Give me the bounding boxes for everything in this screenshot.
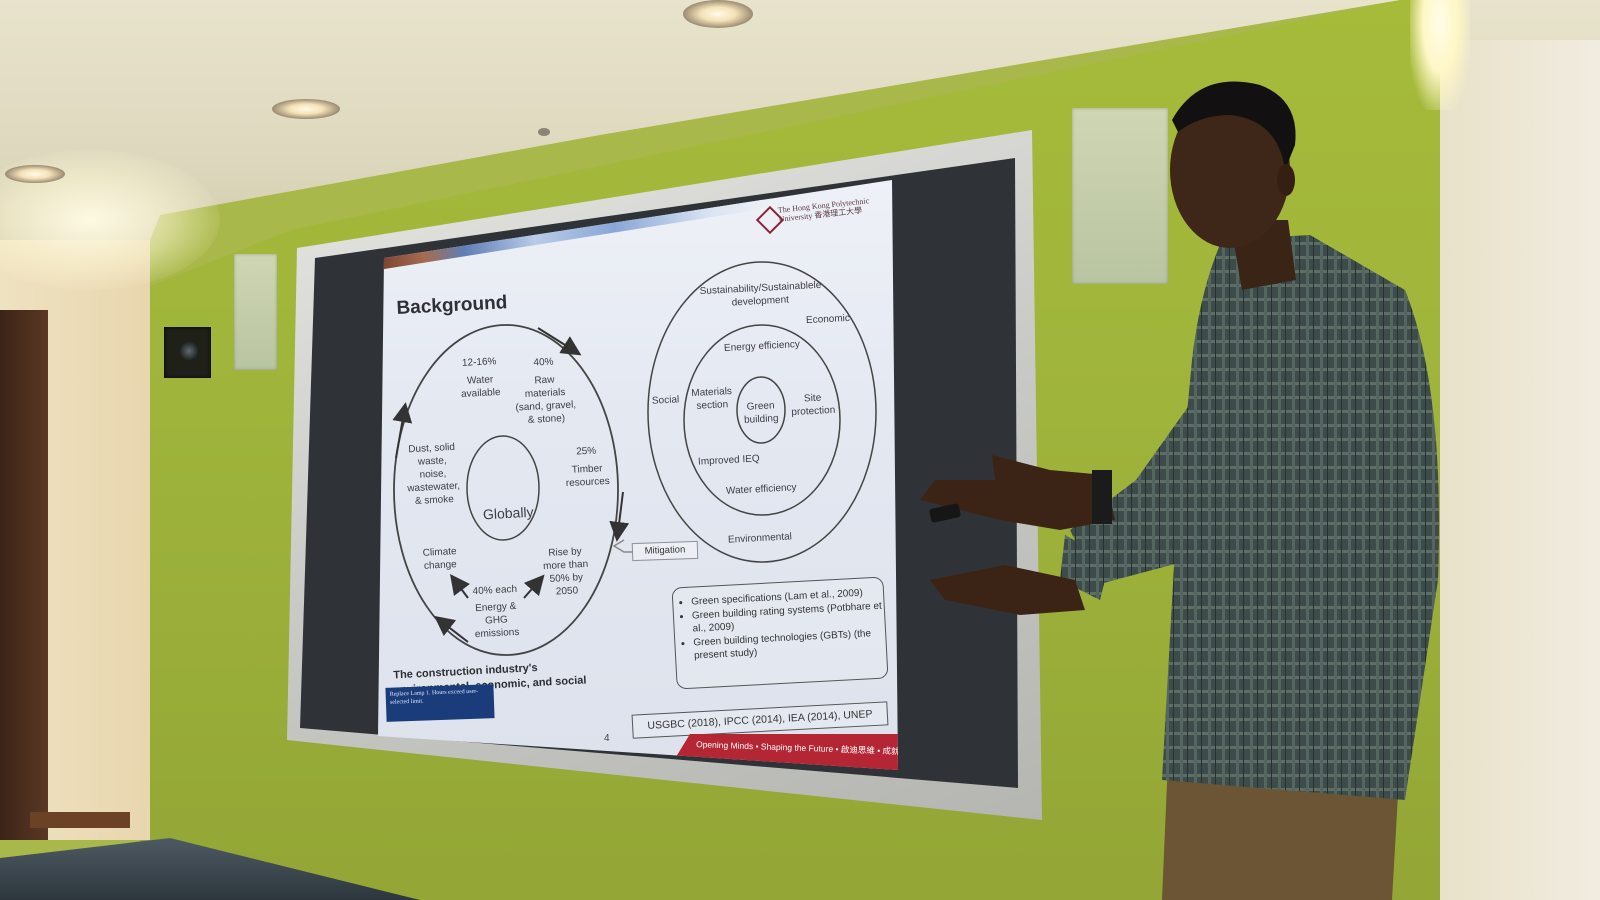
ear <box>1277 164 1295 196</box>
cycle-item: Dust, solid waste, noise, wastewater, & … <box>407 441 461 507</box>
ceiling-light <box>5 165 65 183</box>
middle-circle <box>683 324 841 516</box>
small-arrow <box>450 574 470 599</box>
cycle-item: Rise by more than 50% by 2050 <box>542 546 589 598</box>
presentation-slide: The Hong Kong Polytechnic University 香港理… <box>378 180 898 770</box>
cycle-item: Climate change <box>422 546 458 572</box>
globally-circle <box>466 435 540 541</box>
presenter <box>920 81 1440 900</box>
shirt <box>1162 235 1440 800</box>
footer-text: Opening Minds • Shaping the Future • 啟迪思… <box>695 739 898 757</box>
acoustic-panel <box>1072 108 1168 284</box>
cycle-ring <box>393 324 619 656</box>
right-wall <box>1440 40 1600 900</box>
acoustic-panel <box>234 254 277 370</box>
slide-diagram <box>392 261 877 656</box>
pants <box>1162 760 1400 900</box>
bullets-box: Green specifications (Lam et al., 2009) … <box>671 576 889 690</box>
right-hand <box>920 455 1115 530</box>
smoke-detector <box>538 128 550 136</box>
cycle-arrow <box>434 615 469 643</box>
cycle-item: 40%Raw materials (sand, gravel, & stone) <box>515 356 577 426</box>
cycle-arrow <box>609 491 630 542</box>
wristwatch-icon <box>1092 470 1112 524</box>
ceiling-light <box>272 99 340 119</box>
page-number: 4 <box>604 733 610 744</box>
center-label: Green building <box>743 400 779 426</box>
cycle-arrow <box>537 327 582 356</box>
left-hand <box>930 565 1085 615</box>
wall-light <box>1410 0 1470 110</box>
cycle-item: 12-16%Water available <box>460 356 501 401</box>
middle-label: Materials section <box>691 385 733 412</box>
cycle-item: 25%Timber resources <box>565 445 611 490</box>
baseboard <box>30 812 130 828</box>
head <box>1170 92 1290 248</box>
small-arrow <box>523 574 545 599</box>
projector-lamp-warning: Replace Lamp 1. Hours exceed user-select… <box>385 684 495 722</box>
camera-lens-icon <box>180 342 198 360</box>
outer-circle <box>647 261 877 563</box>
ceiling-light <box>683 0 753 28</box>
center-label: Globally <box>482 503 534 523</box>
mitigation-arrow <box>612 539 632 553</box>
mitigation-label: Mitigation <box>631 540 699 562</box>
outer-label: Social <box>651 394 680 407</box>
door <box>0 310 48 840</box>
cycle-arrow <box>392 402 413 459</box>
middle-label: Site protection <box>791 392 836 419</box>
outer-label: Economic <box>805 312 851 327</box>
hair <box>1172 81 1296 170</box>
shirt-sleeve <box>1070 390 1280 585</box>
presentation-clicker-icon <box>929 503 961 523</box>
green-building-circle <box>736 376 786 444</box>
